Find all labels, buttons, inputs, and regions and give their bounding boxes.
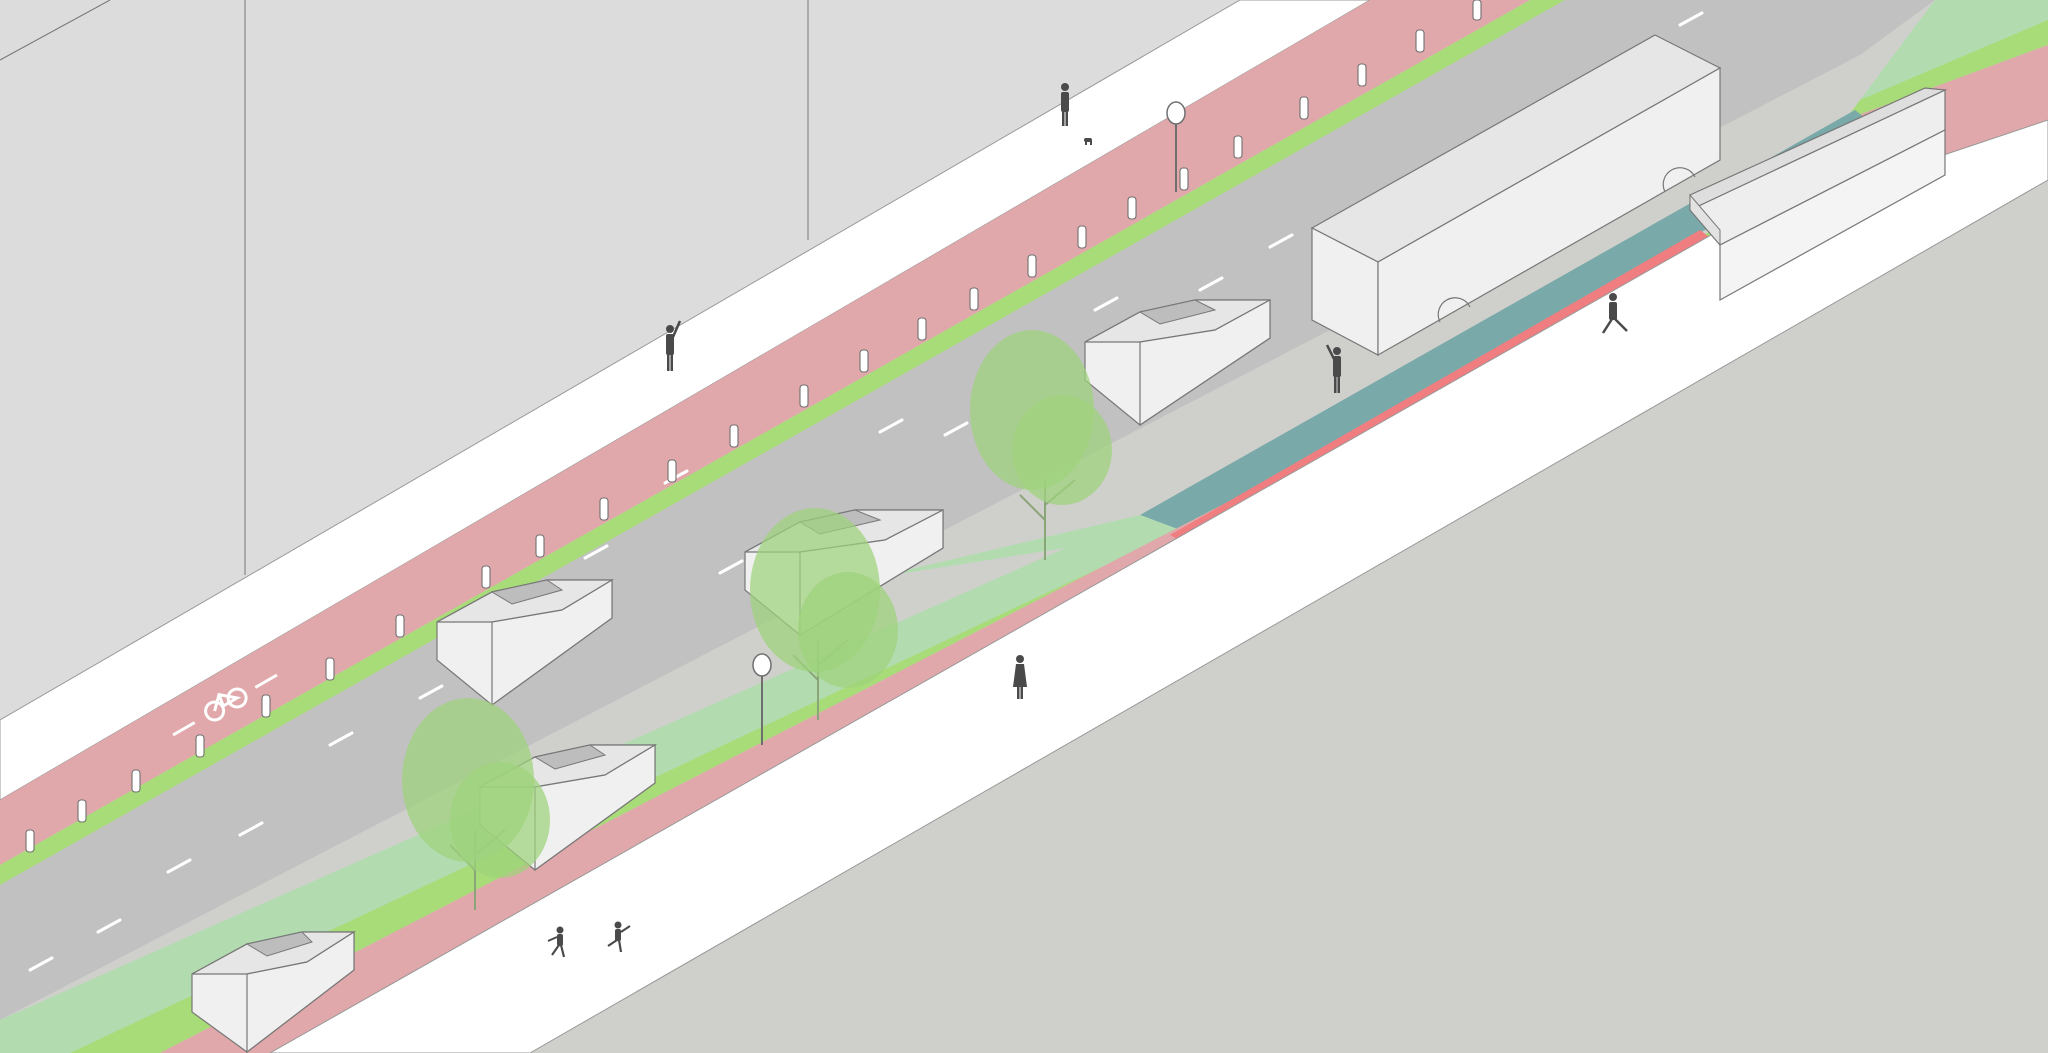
bollard-row bbox=[25, 0, 1482, 853]
car bbox=[191, 930, 357, 1053]
building-edge-line bbox=[0, 0, 111, 61]
lane-markings bbox=[28, 11, 1704, 972]
street-tree bbox=[750, 508, 898, 720]
dog-figure bbox=[1084, 138, 1092, 145]
bicycle-marking-icon bbox=[672, 783, 778, 847]
pedestrian-figure bbox=[1013, 655, 1027, 699]
child-figure bbox=[607, 921, 631, 953]
bus-stop-sign-icon bbox=[752, 653, 772, 745]
corner-planting bbox=[1860, 0, 2048, 100]
child-figure bbox=[547, 926, 566, 958]
curb-extension-planting bbox=[780, 515, 1180, 600]
pedestrian-figure bbox=[1061, 83, 1069, 126]
pedestrian-waving bbox=[666, 320, 682, 371]
street-tree bbox=[970, 330, 1112, 560]
street-tree bbox=[402, 698, 550, 910]
near-cycle-track bbox=[160, 90, 2048, 1053]
corner-buffer bbox=[1845, 20, 2048, 120]
pedestrian-walking bbox=[1601, 293, 1628, 334]
car bbox=[1084, 298, 1271, 427]
bicycle-marking-icon bbox=[172, 673, 278, 737]
bus bbox=[1310, 34, 1722, 357]
bus-stop-sign-icon bbox=[1166, 101, 1186, 192]
bus-shelter bbox=[1689, 87, 1948, 302]
car bbox=[436, 578, 615, 707]
pedestrian-waving bbox=[1325, 344, 1341, 393]
